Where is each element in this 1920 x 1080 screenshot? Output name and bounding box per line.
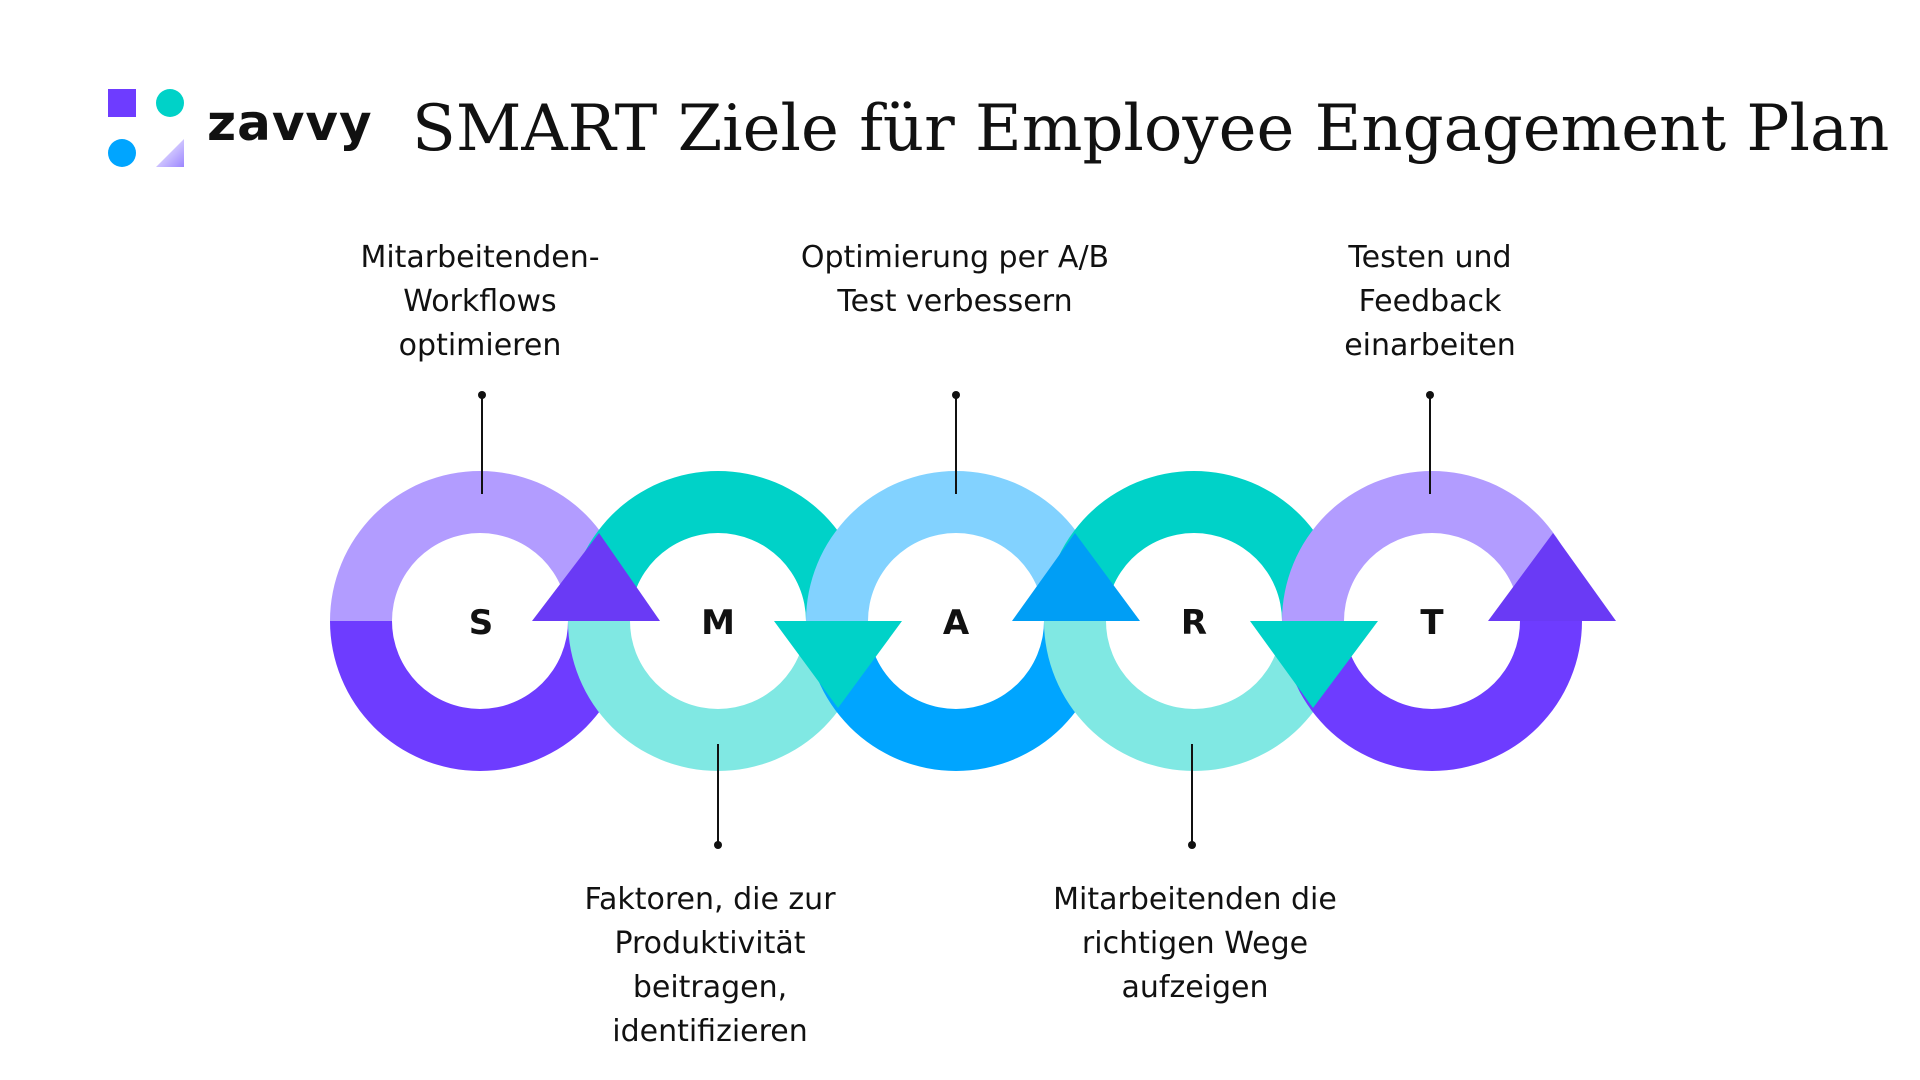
letter-r: R [1181,603,1207,643]
ring-r-bottom [1044,621,1344,771]
label-m-line: identifizieren [612,1014,808,1049]
label-s: Mitarbeitenden- Workflows optimieren [330,236,630,368]
letter-t: T [1420,603,1444,643]
connector-m [714,744,722,849]
label-m: Faktoren, die zur Produktivität beitrage… [555,878,865,1054]
label-m-line: Faktoren, die zur [584,882,836,917]
label-a-line: Optimierung per A/B [800,240,1110,275]
zavvy-logo-icon [108,89,184,167]
ring-t-bottom [1282,621,1582,771]
page-title: SMART Ziele für Employee Engagement Plan [412,92,1890,166]
label-r: Mitarbeitenden die richtigen Wege aufzei… [1030,878,1360,1010]
label-s-line: optimieren [398,328,562,363]
ring-m-bottom [568,621,868,771]
arrow-down-1-icon [774,621,902,708]
ring-m-top [568,471,868,621]
connector-r [1188,744,1196,849]
label-s-line: Workflows [403,284,557,319]
ring-s-bottom [330,621,630,771]
label-a-line: Test verbessern [837,284,1073,319]
label-t: Testen und Feedback einarbeiten [1290,236,1570,368]
arrow-up-2-icon [1012,533,1140,621]
label-t-line: Feedback [1358,284,1502,319]
connector-s [478,391,486,494]
arrow-up-3-icon [1488,533,1616,621]
arrow-up-1-icon [532,533,660,621]
label-m-line: Produktivität [614,926,806,961]
ring-t-top [1282,471,1582,621]
ring-r-top [1044,471,1344,621]
label-r-line: richtigen Wege [1081,926,1309,961]
brand-name: zavvy [207,94,373,152]
connector-a [952,391,960,494]
label-r-line: Mitarbeitenden die [1053,882,1337,917]
arrow-down-2-icon [1250,621,1378,708]
label-r-line: aufzeigen [1121,970,1269,1005]
label-a: Optimierung per A/B Test verbessern [775,236,1135,324]
ring-s-top [330,471,630,621]
label-m-line: beitragen, [632,970,788,1005]
connector-t [1426,391,1434,494]
label-t-line: einarbeiten [1344,328,1516,363]
letter-s: S [469,603,494,643]
ring-a-top [806,471,1106,621]
label-t-line: Testen und [1348,240,1512,275]
label-s-line: Mitarbeitenden- [360,240,600,275]
ring-a-bottom [806,621,1106,771]
letter-m: M [701,603,735,643]
letter-a: A [943,603,970,643]
